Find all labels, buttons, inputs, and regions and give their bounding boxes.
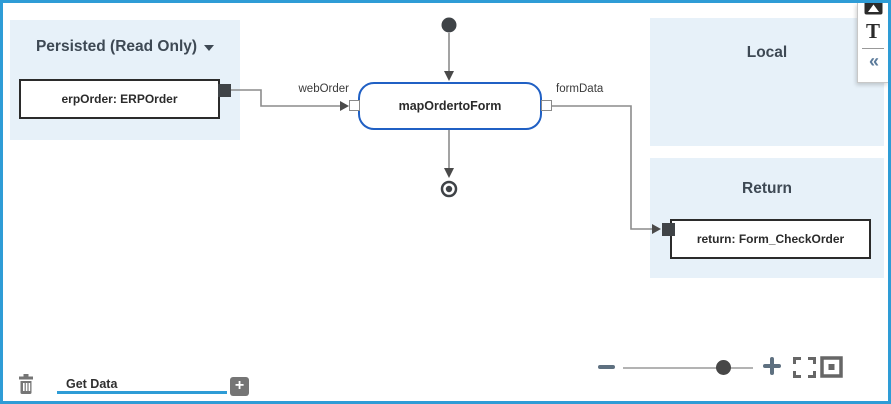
- text-icon[interactable]: T: [865, 19, 880, 43]
- zoom-slider-handle[interactable]: [716, 360, 731, 375]
- variable-label: erpOrder: ERPOrder: [61, 92, 178, 106]
- fullscreen-icon[interactable]: [793, 357, 816, 378]
- variable-box-erp-order[interactable]: erpOrder: ERPOrder: [19, 79, 220, 119]
- edge-label-form-data: formData: [556, 83, 604, 95]
- plus-icon: [770, 357, 774, 375]
- flow-step-map-order-to-form[interactable]: mapOrdertoForm: [358, 82, 542, 130]
- zoom-in-button[interactable]: [763, 357, 781, 375]
- local-scope-panel: Local: [650, 18, 884, 146]
- end-node-icon[interactable]: [440, 180, 458, 198]
- erp-to-step-wire: [229, 89, 349, 111]
- local-scope-title: Local: [746, 44, 788, 61]
- start-to-step-wire: [444, 33, 454, 81]
- variable-label: return: Form_CheckOrder: [696, 232, 845, 246]
- start-node-icon[interactable]: [441, 17, 457, 33]
- edge-label-web-order: webOrder: [298, 83, 350, 95]
- flow-wires-layer: [229, 17, 661, 234]
- persisted-scope-header[interactable]: Persisted (Read Only): [10, 20, 240, 56]
- chevron-down-icon: [204, 45, 215, 51]
- erp-order-output-connector[interactable]: [218, 84, 231, 97]
- fit-to-view-icon[interactable]: [820, 356, 843, 378]
- add-tab-button[interactable]: +: [230, 377, 249, 396]
- canvas-toolbar: T «: [857, 3, 888, 83]
- collapse-chevrons-icon[interactable]: «: [868, 51, 879, 71]
- return-scope-title: Return: [742, 180, 792, 197]
- persisted-scope-title: Persisted (Read Only): [35, 38, 198, 55]
- tab-get-data[interactable]: Get Data: [57, 375, 227, 394]
- step-to-return-wire: [552, 105, 661, 234]
- step-to-end-wire: [444, 130, 454, 178]
- step-input-port[interactable]: [349, 100, 360, 111]
- flow-step-label: mapOrdertoForm: [398, 99, 502, 113]
- variable-box-return[interactable]: return: Form_CheckOrder: [670, 219, 871, 259]
- return-input-connector[interactable]: [662, 223, 675, 236]
- toolbar-divider: [862, 48, 884, 49]
- zoom-slider-track[interactable]: [623, 367, 753, 369]
- step-output-port[interactable]: [541, 100, 552, 111]
- zoom-out-button[interactable]: [598, 365, 615, 369]
- image-icon[interactable]: [864, 3, 883, 15]
- trash-icon[interactable]: [17, 374, 35, 395]
